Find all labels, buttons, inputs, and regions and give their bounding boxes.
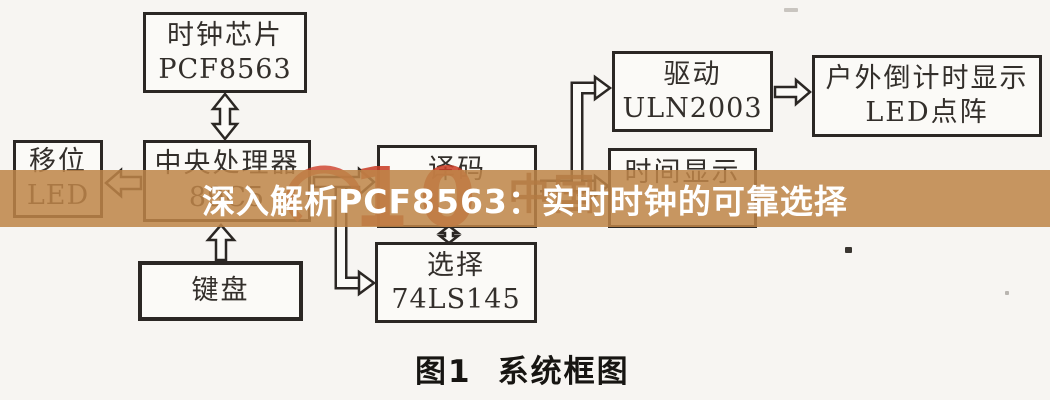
driver-part-number: ULN2003	[622, 92, 763, 124]
article-title-link[interactable]: 深入解析PCF8563：实时时钟的可靠选择	[202, 181, 848, 221]
outdoor-display-label: 户外倒计时显示	[825, 63, 1029, 95]
driver-label: 驱动	[663, 58, 722, 90]
scan-speck	[845, 247, 852, 253]
arrowhead-into-selector	[357, 269, 377, 297]
figure-title: 系统框图	[497, 354, 630, 390]
figure-caption: 图1 系统框图	[415, 346, 630, 391]
clock-chip-part-number: PCF8563	[158, 53, 292, 85]
block-driver: 驱动 ULN2003	[612, 51, 773, 132]
figure-number: 图1	[415, 354, 472, 390]
title-banner-overlay: 深入解析PCF8563：实时时钟的可靠选择	[0, 170, 1050, 227]
arrow-keyboard-to-cpu	[205, 223, 237, 262]
keyboard-label: 键盘	[191, 275, 250, 307]
block-keyboard: 键盘	[138, 261, 303, 321]
selector-label: 选择	[427, 249, 485, 281]
scan-speck	[1005, 291, 1009, 295]
block-selector: 选择 74LS145	[375, 242, 537, 323]
block-outdoor-countdown-display: 户外倒计时显示 LED点阵	[812, 55, 1042, 137]
selector-part-number: 74LS145	[391, 283, 521, 315]
outdoor-display-sublabel: LED点阵	[865, 97, 989, 128]
arrowhead-into-driver	[593, 74, 613, 102]
scan-speck	[784, 8, 798, 12]
arrow-driver-to-outdoor-display	[773, 77, 812, 107]
block-clock-chip: 时钟芯片 PCF8563	[143, 12, 307, 93]
arrow-clock-cpu-bidirectional	[210, 91, 240, 142]
clock-chip-label: 时钟芯片	[167, 19, 283, 51]
